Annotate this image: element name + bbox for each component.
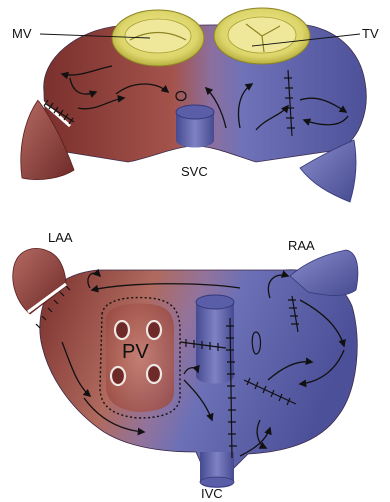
label-ivc: IVC [201, 486, 223, 501]
label-mv: MV [12, 26, 32, 41]
label-laa: LAA [48, 230, 73, 245]
ivc-vessel [200, 452, 234, 488]
tricuspid-valve [214, 8, 310, 64]
pv-ostium-rinf [147, 365, 161, 383]
svc-vessel [176, 105, 214, 148]
mitral-valve [112, 10, 204, 66]
label-svc: SVC [181, 164, 208, 179]
label-tv: TV [362, 26, 379, 41]
pv-ostium-linf [111, 367, 125, 385]
pv-ostium-rsup [147, 321, 161, 339]
bottom-svc-vessel [196, 295, 234, 384]
label-raa: RAA [288, 238, 315, 253]
label-pv: PV [122, 341, 149, 363]
pv-ostium-lsup [115, 321, 129, 339]
bottom-atrial-view [13, 248, 358, 488]
